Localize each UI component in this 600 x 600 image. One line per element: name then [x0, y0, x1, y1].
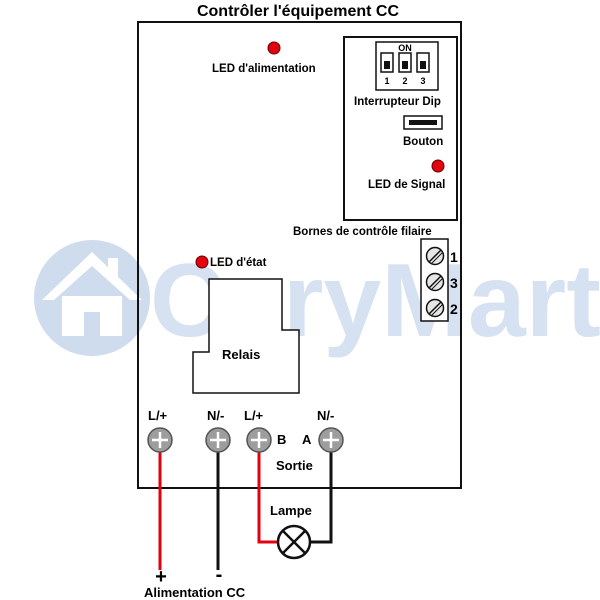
wired-terminal-number: 2	[450, 301, 458, 317]
output-terminal-top-label: L/+	[244, 408, 264, 423]
output-terminal[interactable]	[246, 427, 272, 453]
control-module	[343, 36, 458, 221]
wired-terminals-label: Bornes de contrôle filaire	[293, 226, 432, 238]
output-label: Sortie	[276, 458, 313, 473]
dip-on-label: ON	[398, 43, 412, 53]
wired-terminal-screw[interactable]	[425, 272, 445, 292]
wired-terminal-number: 3	[450, 275, 458, 291]
positive-sign: +	[155, 566, 167, 588]
lamp-positive-wire	[257, 440, 277, 544]
watermark: CaryMart	[34, 240, 600, 359]
dip-number-3: 3	[420, 76, 425, 86]
wired-terminal-block	[420, 238, 449, 322]
relay-label: Relais	[222, 347, 260, 362]
wired-terminal-screw[interactable]	[425, 298, 445, 318]
output-terminal-top-label: N/-	[317, 408, 334, 423]
dip-number-1: 1	[384, 76, 389, 86]
lamp-icon	[276, 524, 312, 560]
button-label: Bouton	[403, 136, 443, 148]
wired-terminal-number: 1	[450, 249, 458, 265]
push-button[interactable]	[403, 115, 443, 130]
signal-led-label: LED de Signal	[368, 179, 445, 191]
relay	[192, 278, 300, 394]
output-terminal-top-label: N/-	[207, 408, 224, 423]
power-supply-label: Alimentation CC	[144, 585, 246, 600]
wired-terminal-screw[interactable]	[425, 246, 445, 266]
status-led	[195, 255, 209, 269]
output-terminal-side-label: A	[302, 432, 312, 447]
output-terminal[interactable]	[318, 427, 344, 453]
dip-switch-label: Interrupteur Dip	[354, 96, 441, 108]
signal-led	[431, 159, 445, 173]
output-terminal-top-label: L/+	[148, 408, 168, 423]
status-led-label: LED d'état	[210, 257, 267, 269]
dip-number-2: 2	[402, 76, 407, 86]
receiver-board	[137, 21, 462, 489]
lamp-negative-wire	[311, 440, 333, 544]
dip-switch[interactable]: ON 1 2 3	[375, 41, 439, 91]
negative-sign: -	[216, 564, 223, 586]
diagram-title: Contrôler l'équipement CC	[197, 3, 399, 20]
output-terminal-side-label: B	[277, 432, 286, 447]
wiring	[158, 440, 333, 570]
power-led	[267, 41, 281, 55]
output-terminal[interactable]	[147, 427, 173, 453]
lamp-label: Lampe	[270, 503, 312, 518]
house-logo-icon	[34, 240, 150, 356]
power-led-label: LED d'alimentation	[212, 63, 316, 75]
output-terminal[interactable]	[205, 427, 231, 453]
